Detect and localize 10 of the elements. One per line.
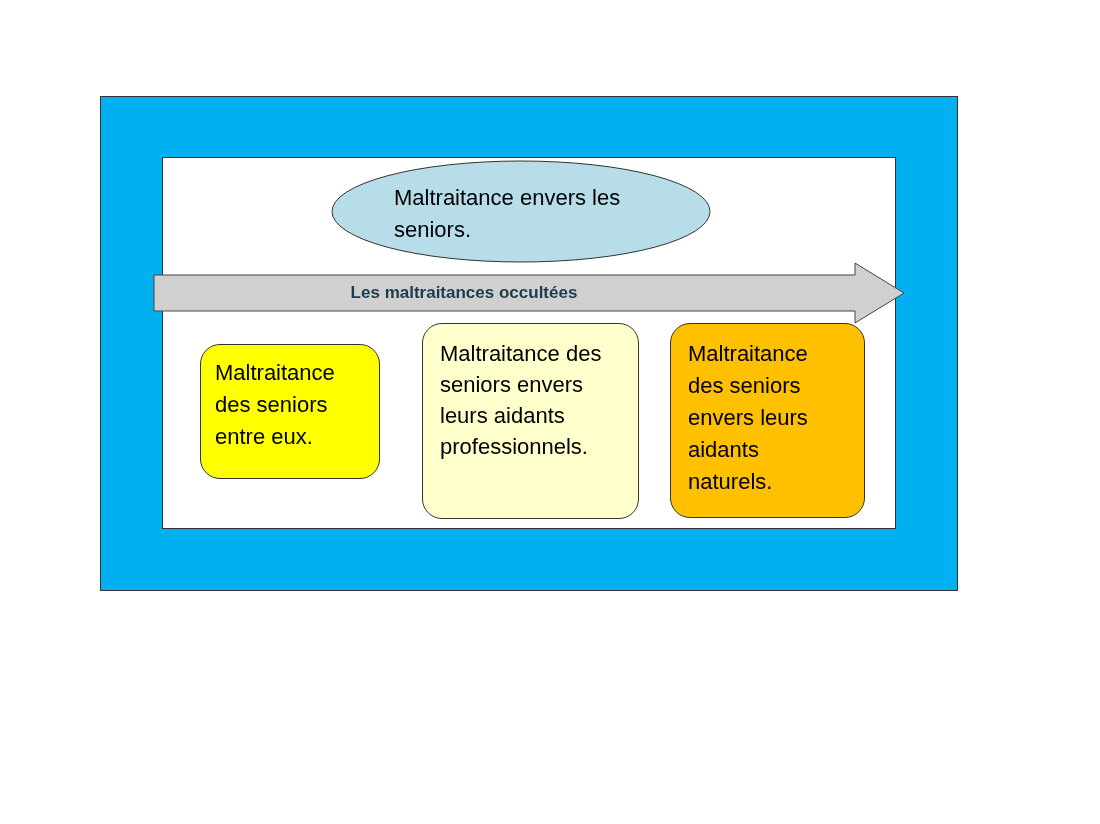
block-arrow: [154, 263, 904, 323]
node-text: Maltraitance des seniors entre eux.: [215, 359, 336, 451]
ellipse-node: [331, 160, 711, 263]
rounded-box: [200, 344, 380, 479]
rounded-box: [670, 323, 865, 518]
rounded-box: [422, 323, 639, 519]
node-text: Maltraitance envers les seniors.: [394, 184, 621, 244]
node-text: Maltraitance des seniors envers leurs aidants naturels.: [688, 340, 809, 496]
node-text: Maltraitance des seniors envers leurs aidants professionnels.: [440, 340, 603, 461]
node-text: Les maltraitances occultées: [350, 283, 578, 303]
